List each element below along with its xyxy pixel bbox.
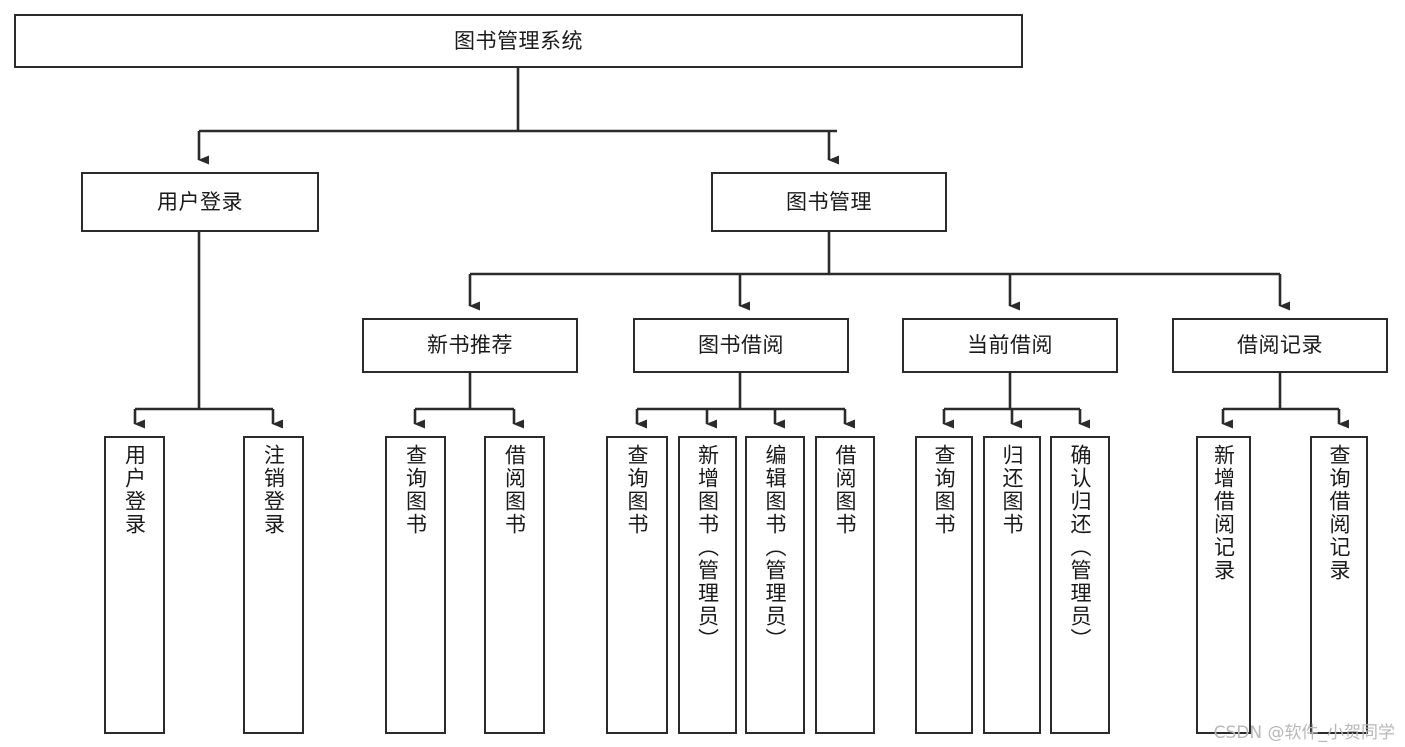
node-leaf-borrow-book-recommend-label: 借阅图书 [502, 444, 527, 536]
node-leaf-add-borrow-record[interactable]: 新增借阅记录 [1196, 436, 1251, 734]
node-leaf-edit-book-admin-label: 编辑图书（管理员） [763, 444, 788, 651]
node-current-borrow[interactable]: 当前借阅 [902, 318, 1118, 373]
node-borrow-records[interactable]: 借阅记录 [1172, 318, 1388, 373]
node-leaf-query-book-borrow[interactable]: 查询图书 [606, 436, 668, 734]
node-leaf-query-borrow-record[interactable]: 查询借阅记录 [1310, 436, 1368, 734]
node-leaf-borrow-book-recommend[interactable]: 借阅图书 [484, 436, 545, 734]
node-leaf-logout-login-label: 注销登录 [261, 444, 286, 536]
node-leaf-query-book-borrow-label: 查询图书 [625, 444, 650, 536]
node-leaf-edit-book-admin[interactable]: 编辑图书（管理员） [745, 436, 805, 734]
node-leaf-logout-login[interactable]: 注销登录 [243, 436, 304, 734]
node-new-book-recommend-label: 新书推荐 [427, 333, 513, 358]
node-root[interactable]: 图书管理系统 [14, 14, 1023, 68]
node-leaf-return-book[interactable]: 归还图书 [983, 436, 1041, 734]
node-root-label: 图书管理系统 [454, 28, 583, 53]
node-leaf-user-login[interactable]: 用户登录 [104, 436, 165, 734]
node-leaf-query-book-recommend[interactable]: 查询图书 [385, 436, 446, 734]
connector-bookmgmt-to-level3 [468, 232, 1290, 311]
node-current-borrow-label: 当前借阅 [967, 333, 1053, 358]
node-book-borrow-label: 图书借阅 [698, 333, 784, 358]
connector-userlogin-to-leaves [133, 232, 283, 429]
node-book-management-label: 图书管理 [786, 189, 872, 214]
connector-borrowrecords-to-leaves [1221, 373, 1349, 429]
connector-bookborrow-to-leaves [635, 373, 855, 429]
node-user-login[interactable]: 用户登录 [81, 172, 319, 232]
connector-currentborrow-to-leaves [942, 373, 1090, 429]
node-leaf-add-book-admin-label: 新增图书（管理员） [695, 444, 720, 651]
node-borrow-records-label: 借阅记录 [1237, 333, 1323, 358]
connector-recommend-to-leaves [413, 373, 524, 429]
node-book-management[interactable]: 图书管理 [711, 172, 947, 232]
node-leaf-borrow-book-label: 借阅图书 [833, 444, 858, 536]
connector-root-to-level2 [197, 68, 839, 165]
node-leaf-query-book-current[interactable]: 查询图书 [915, 436, 973, 734]
node-user-login-label: 用户登录 [157, 189, 243, 214]
node-leaf-query-borrow-record-label: 查询借阅记录 [1327, 444, 1352, 582]
node-leaf-user-login-label: 用户登录 [122, 444, 147, 536]
node-leaf-add-book-admin[interactable]: 新增图书（管理员） [678, 436, 737, 734]
node-leaf-confirm-return-admin-label: 确认归还（管理员） [1068, 444, 1093, 651]
node-leaf-query-book-current-label: 查询图书 [932, 444, 957, 536]
node-leaf-add-borrow-record-label: 新增借阅记录 [1211, 444, 1236, 582]
node-book-borrow[interactable]: 图书借阅 [633, 318, 849, 373]
node-new-book-recommend[interactable]: 新书推荐 [362, 318, 578, 373]
node-leaf-confirm-return-admin[interactable]: 确认归还（管理员） [1050, 436, 1110, 734]
node-leaf-return-book-label: 归还图书 [1000, 444, 1025, 536]
node-leaf-query-book-recommend-label: 查询图书 [403, 444, 428, 536]
node-leaf-borrow-book[interactable]: 借阅图书 [815, 436, 875, 734]
